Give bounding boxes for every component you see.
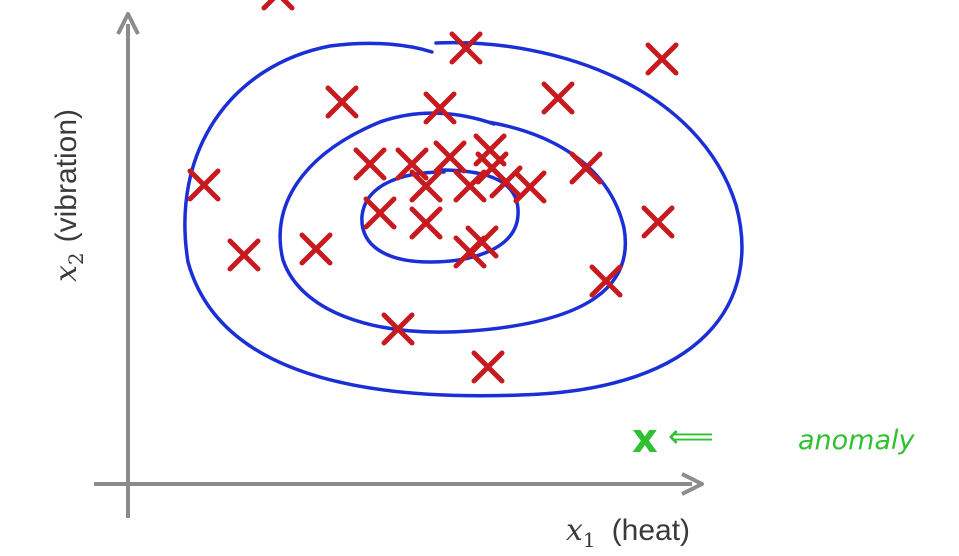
data-point-6 bbox=[541, 81, 575, 115]
data-point-23 bbox=[299, 232, 333, 266]
data-point-stroke bbox=[453, 169, 487, 203]
middle-contour bbox=[278, 111, 627, 334]
y-axis-sub: 2 bbox=[64, 252, 88, 265]
data-point-7 bbox=[187, 168, 221, 202]
outer-contour bbox=[183, 40, 744, 398]
x-axis-label: x1 (heat) bbox=[566, 513, 690, 552]
data-point-22 bbox=[227, 238, 261, 272]
data-point-stroke bbox=[299, 232, 333, 266]
data-point-27 bbox=[471, 350, 505, 384]
y-axis-label: x2 (vibration) bbox=[49, 109, 88, 282]
data-point-stroke bbox=[325, 85, 359, 119]
data-point-14 bbox=[453, 169, 487, 203]
data-point-stroke bbox=[641, 205, 675, 239]
anomaly-annotation: x ⟸ anomaly bbox=[632, 416, 916, 462]
data-point-1 bbox=[261, 0, 295, 11]
y-axis-arrowhead bbox=[116, 12, 140, 35]
points bbox=[187, 0, 679, 384]
data-point-2 bbox=[449, 31, 483, 65]
data-point-stroke bbox=[589, 264, 623, 298]
data-point-17 bbox=[569, 151, 603, 185]
data-point-9 bbox=[395, 147, 429, 181]
data-point-stroke bbox=[541, 81, 575, 115]
data-point-19 bbox=[409, 206, 443, 240]
contours bbox=[183, 40, 744, 398]
data-point-stroke bbox=[261, 0, 276, 11]
y-axis-var: x bbox=[49, 265, 84, 282]
data-point-3 bbox=[645, 42, 679, 76]
data-point-stroke bbox=[471, 350, 505, 384]
annotation-marker: x bbox=[632, 416, 658, 462]
data-point-stroke bbox=[513, 170, 547, 204]
data-point-stroke bbox=[569, 151, 603, 185]
annotation-text: anomaly bbox=[798, 425, 916, 456]
data-point-16 bbox=[513, 170, 547, 204]
data-point-stroke bbox=[423, 91, 457, 125]
data-point-stroke bbox=[409, 206, 443, 240]
data-point-stroke bbox=[433, 140, 467, 174]
x-axis-arrowhead bbox=[681, 472, 704, 496]
data-point-stroke bbox=[353, 147, 387, 181]
axes bbox=[94, 12, 704, 518]
data-point-26 bbox=[381, 312, 415, 346]
data-point-stroke bbox=[227, 238, 261, 272]
inner-contour bbox=[360, 168, 520, 264]
data-point-stroke bbox=[395, 147, 429, 181]
annotation-arrow: ⟸ bbox=[668, 417, 714, 455]
x-axis-text: (heat) bbox=[612, 514, 690, 547]
data-point-24 bbox=[453, 235, 487, 269]
data-point-4 bbox=[325, 85, 359, 119]
data-point-stroke bbox=[280, 0, 295, 11]
data-point-stroke bbox=[409, 169, 443, 203]
x-axis-sub: 1 bbox=[583, 528, 596, 552]
data-point-13 bbox=[409, 169, 443, 203]
data-point-25 bbox=[589, 264, 623, 298]
y-axis-text: (vibration) bbox=[50, 109, 83, 242]
data-point-stroke bbox=[645, 42, 679, 76]
data-point-stroke bbox=[453, 235, 487, 269]
data-point-21 bbox=[641, 205, 675, 239]
data-point-stroke bbox=[381, 312, 415, 346]
data-point-8 bbox=[353, 147, 387, 181]
data-point-stroke bbox=[363, 196, 397, 230]
data-point-10 bbox=[433, 140, 467, 174]
data-point-stroke bbox=[449, 31, 483, 65]
x-axis-var: x bbox=[566, 513, 583, 548]
data-point-stroke bbox=[187, 168, 221, 202]
data-point-5 bbox=[423, 91, 457, 125]
data-point-18 bbox=[363, 196, 397, 230]
